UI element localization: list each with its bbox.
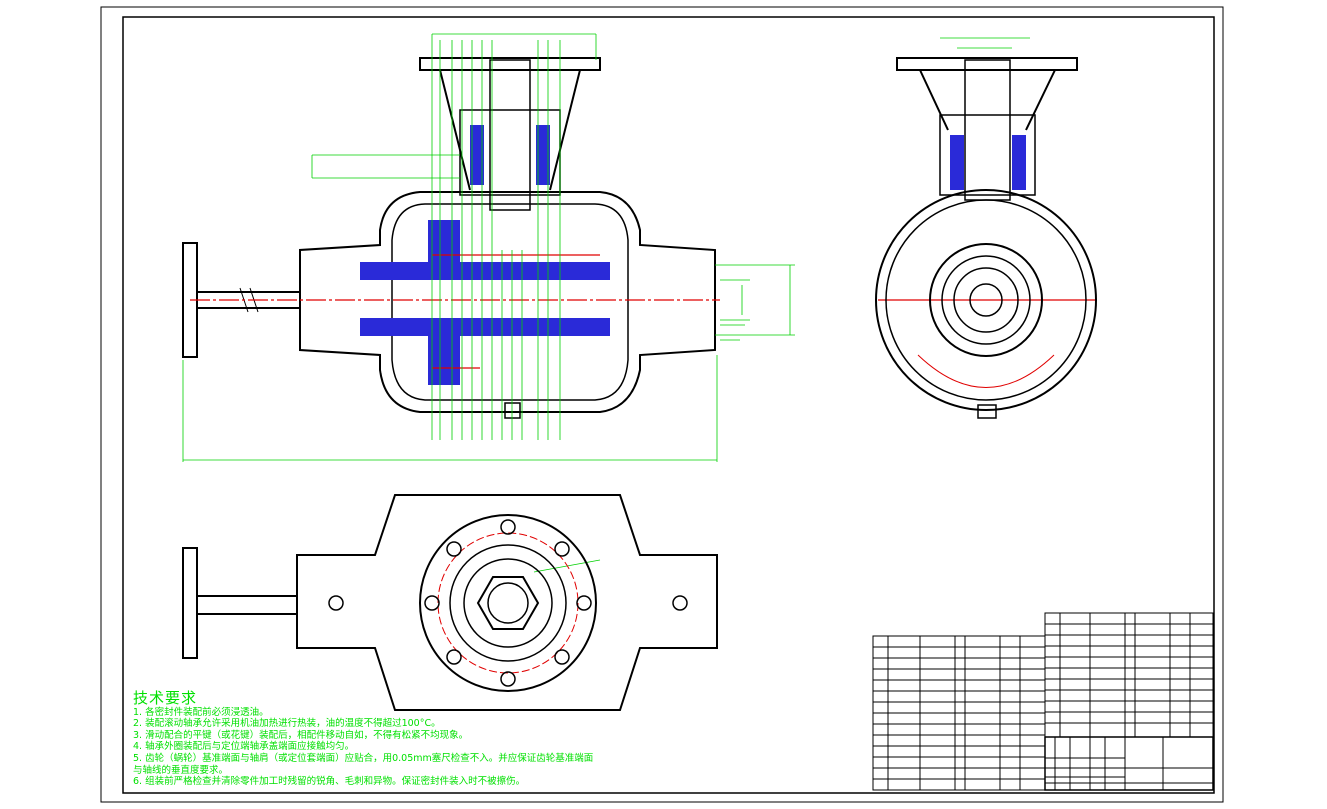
technical-requirements-title: 技术要求 — [133, 689, 198, 707]
front-section-view — [182, 57, 716, 419]
drawing-frame — [100, 6, 1224, 803]
requirement-item: 1. 各密封件装配前必须浸透油。 — [133, 706, 269, 718]
requirement-item: 6. 组装前严格检查并清除零件加工时残留的锐角、毛刺和异物。保证密封件装入时不被… — [133, 776, 526, 788]
requirement-item: 5. 齿轮（蜗轮）基准端面与轴肩（或定位套端面）应贴合，用0.05mm塞尺检查不… — [133, 752, 594, 764]
top-view — [182, 494, 718, 711]
technical-requirements: 技术要求 1. 各密封件装配前必须浸透油。 2. 装配滚动轴承允许采用机油加热进… — [133, 689, 594, 788]
requirement-item: 4. 轴承外圈装配后与定位端轴承盖端面应接触均匀。 — [133, 741, 355, 753]
requirement-item: 与轴线的垂直度要求。 — [133, 764, 229, 776]
dimension-lines — [182, 33, 1030, 573]
parts-list — [872, 612, 1214, 791]
section-hatching — [360, 125, 1026, 385]
requirement-item: 3. 滑动配合的平键（或花键）装配后，相配件移动自如，不得有松紧不均现象。 — [133, 729, 469, 741]
requirement-item: 2. 装配滚动轴承允许采用机油加热进行热装，油的温度不得超过100°C。 — [133, 718, 441, 730]
side-view — [875, 57, 1097, 419]
